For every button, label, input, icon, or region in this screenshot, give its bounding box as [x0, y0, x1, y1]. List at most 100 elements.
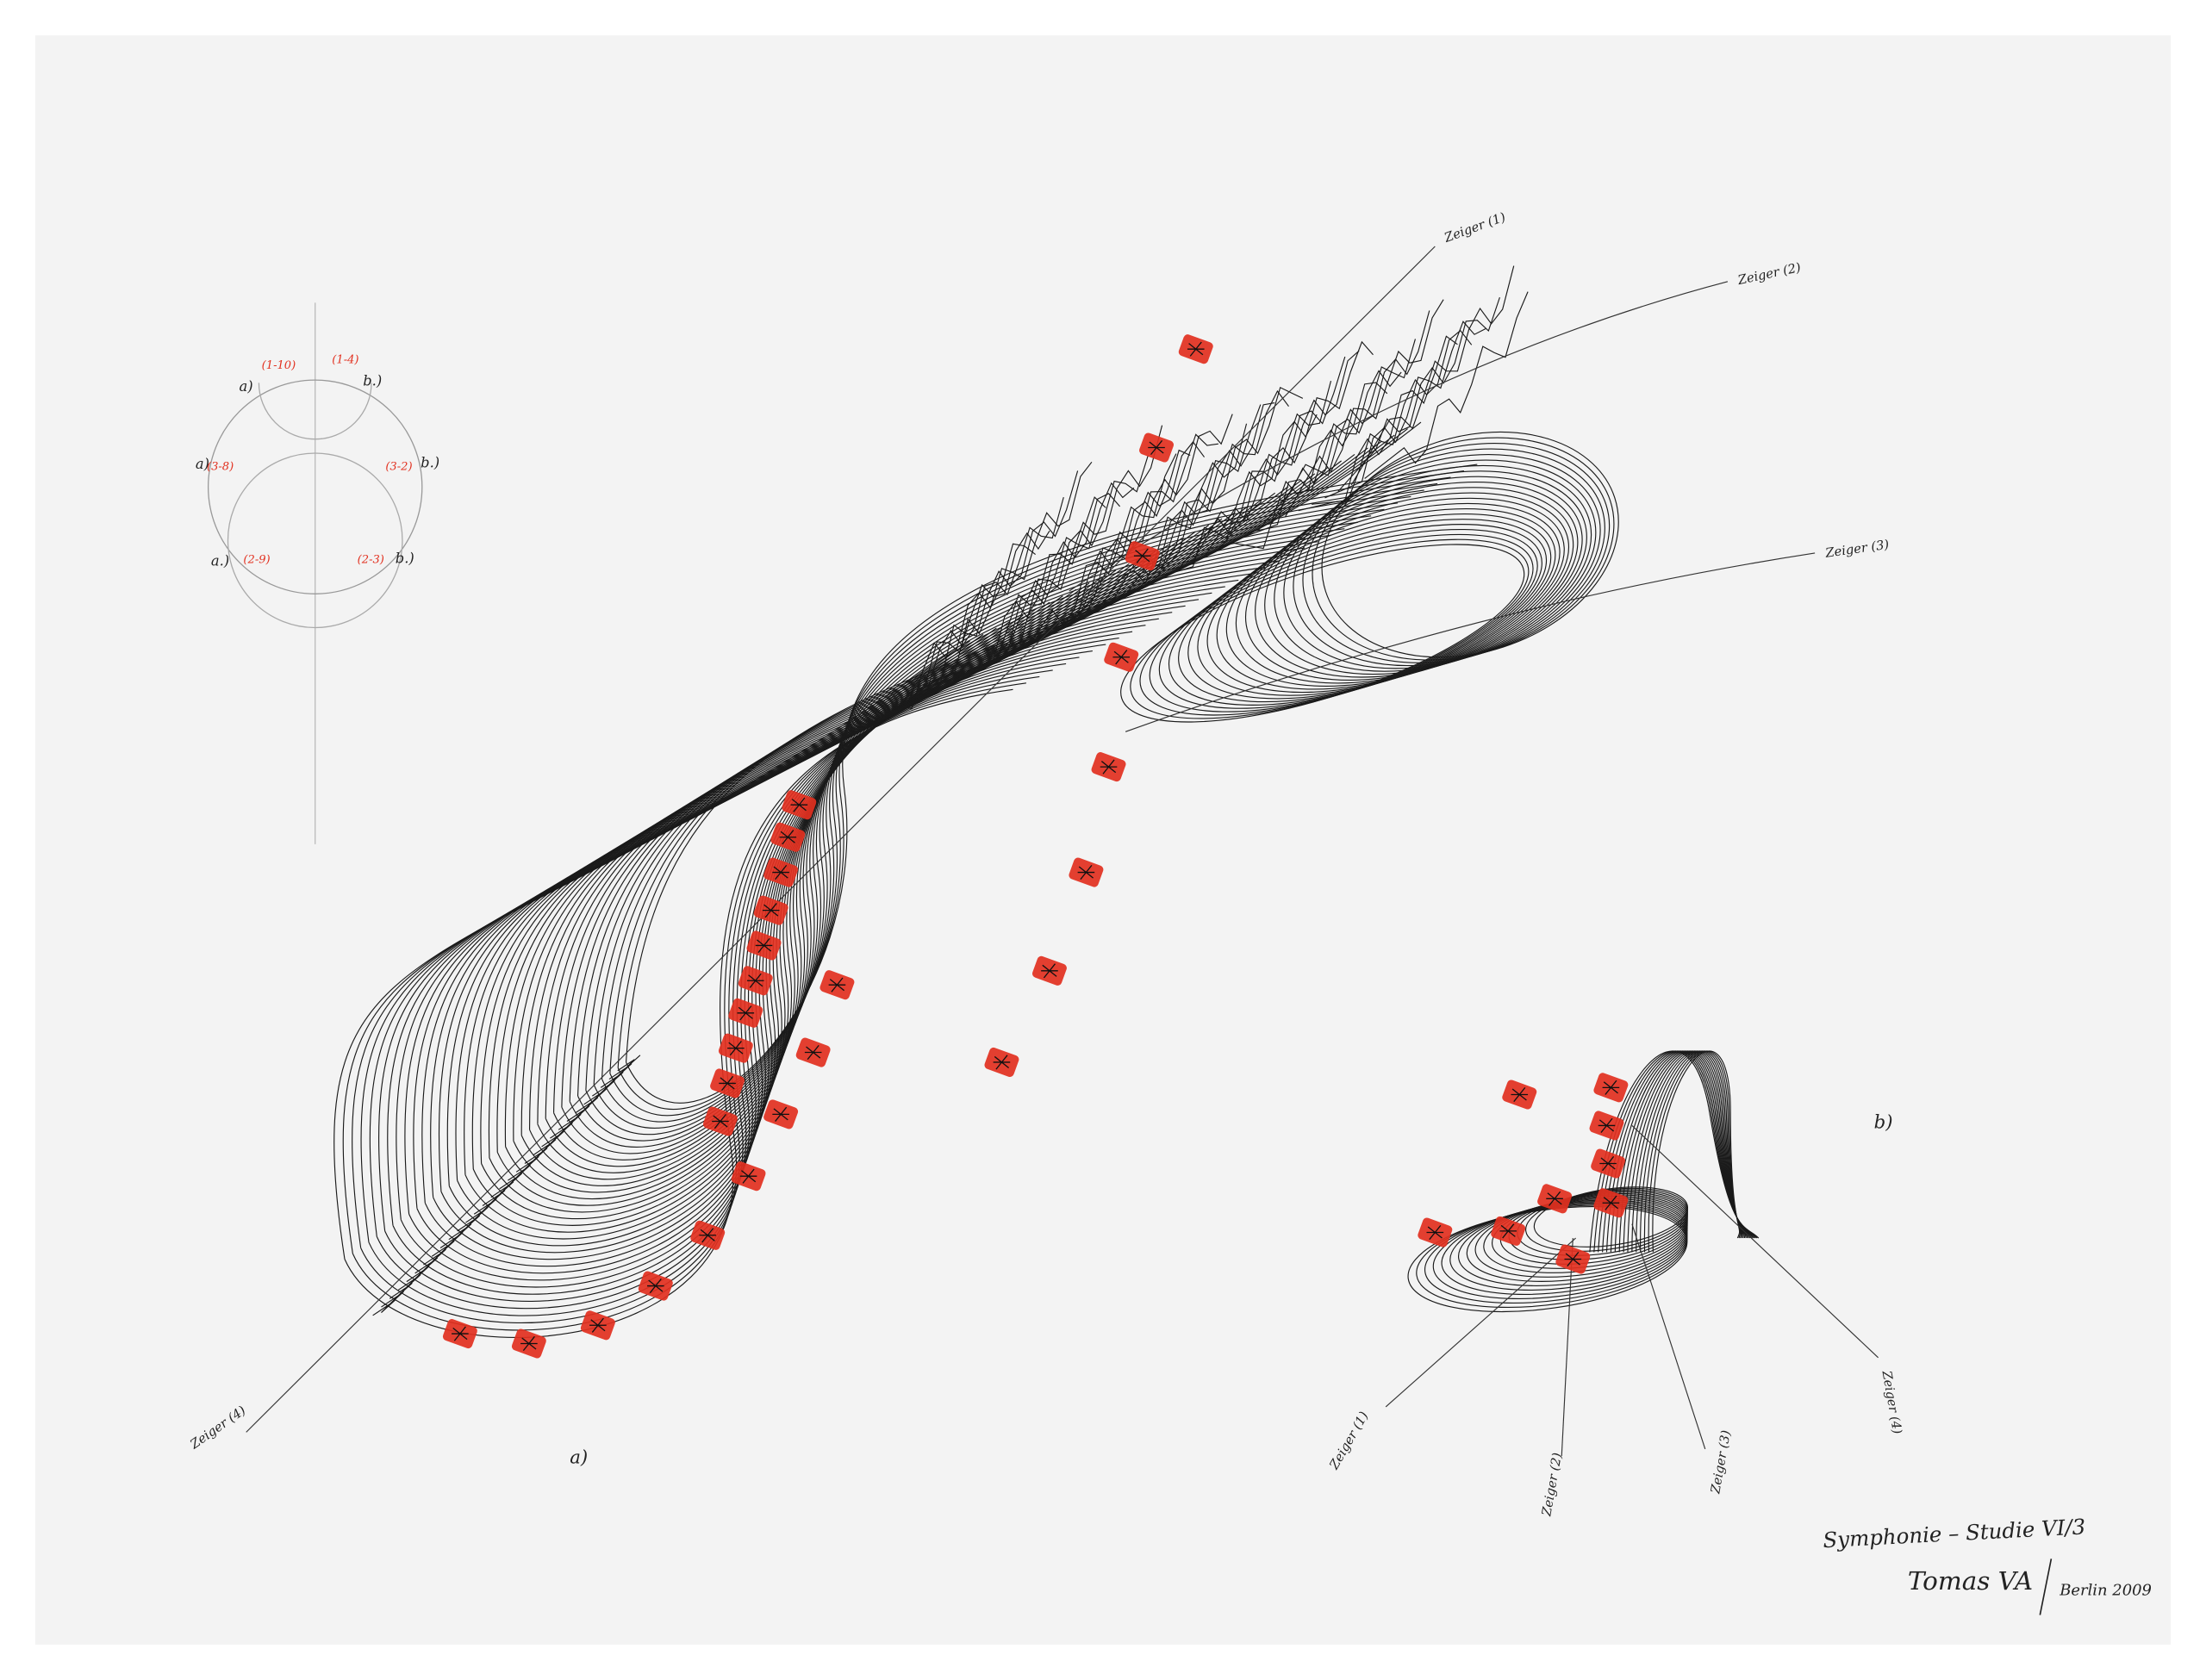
orbit-loop — [1321, 431, 1619, 658]
marker-hatch — [1546, 1191, 1563, 1206]
key-red-3-2: (3-2) — [385, 461, 412, 474]
marker-hatch — [712, 1113, 729, 1129]
hatch-mark — [448, 1223, 472, 1241]
ridge-wiggle — [1284, 299, 1444, 518]
signature-place-year: Berlin 2009 — [2059, 1582, 2152, 1600]
loop-curve — [505, 560, 1279, 1200]
key-red-1-4: (1-4) — [332, 354, 358, 367]
marker-hatch — [1564, 1251, 1582, 1267]
axis-zeiger-4-to-1 — [246, 246, 1436, 1433]
hatch-mark — [550, 1122, 573, 1139]
marker-hatch — [1112, 650, 1131, 665]
key-label-a-low: a.) — [211, 553, 229, 569]
marker-hatch — [772, 1106, 789, 1122]
marker-hatch — [1602, 1080, 1620, 1095]
ridge-wiggle — [900, 543, 1036, 710]
loop-curve — [520, 547, 1306, 1186]
loop-curve — [553, 521, 1358, 1160]
key-red-1-10: (1-10) — [262, 359, 296, 372]
hatch-mark — [439, 1232, 464, 1248]
marker-hatch — [1100, 759, 1118, 775]
signature-artist: Tomas VA — [1908, 1566, 2033, 1596]
marker-hatch — [790, 797, 808, 812]
hatch-mark — [566, 1105, 590, 1123]
marker-hatch — [828, 977, 846, 992]
marker-hatch — [1426, 1224, 1444, 1241]
red-markers — [442, 334, 1629, 1359]
loop-curve — [545, 528, 1345, 1167]
loop-curve — [448, 605, 1186, 1247]
marker-hatch — [699, 1228, 717, 1243]
marker-hatch — [719, 1075, 736, 1092]
sweep-curve — [625, 421, 1422, 1062]
ridge-wiggle — [1244, 370, 1402, 538]
b-axis-zeiger-2 — [1561, 1238, 1573, 1457]
marker-hatch — [1187, 341, 1205, 357]
marker-hatch — [746, 973, 764, 988]
ridge-wiggle — [1312, 329, 1473, 505]
ridge-wiggle — [1337, 296, 1500, 492]
hatch-mark — [372, 1299, 396, 1316]
loop-curve — [601, 482, 1438, 1123]
marker-hatch — [520, 1335, 538, 1352]
marker-hatch — [589, 1317, 607, 1333]
ridge-wiggle — [1364, 291, 1529, 479]
marker-hatch — [1148, 439, 1165, 456]
key-label-b-top: b.) — [363, 373, 382, 389]
loop-curve — [513, 554, 1292, 1193]
axis-zeiger-2 — [1069, 281, 1729, 592]
hatch-mark — [508, 1164, 531, 1181]
zeiger-axes — [246, 246, 1879, 1457]
hatch-mark — [541, 1130, 565, 1148]
marker-hatch — [755, 937, 773, 954]
marker-hatch — [647, 1278, 664, 1294]
loop-curve — [617, 470, 1464, 1111]
hatch-mark — [389, 1282, 413, 1299]
ridge-wiggle — [1271, 310, 1430, 524]
key-red-2-3: (2-3) — [358, 553, 384, 566]
hatch-mark — [431, 1240, 455, 1257]
loop-curve — [593, 489, 1424, 1129]
b-loop — [1533, 1186, 1688, 1248]
marker-hatch — [1077, 864, 1095, 880]
ridge-wiggle — [1072, 433, 1218, 621]
marker-hatch — [1499, 1223, 1517, 1239]
marker-hatch — [727, 1041, 745, 1056]
hatch-mark — [600, 1071, 624, 1088]
figure-a-label: a) — [570, 1447, 588, 1468]
b-axis-zeiger-1 — [1385, 1237, 1576, 1408]
hatch-mark — [583, 1088, 608, 1105]
marker-hatch — [1133, 548, 1151, 563]
loop-curve — [537, 534, 1332, 1173]
hatch-mark — [499, 1173, 523, 1190]
ridge-wiggle — [1192, 356, 1346, 563]
hatch-mark — [381, 1291, 404, 1308]
ridge-wiggle — [1205, 350, 1360, 557]
key-label-a-top: a) — [240, 378, 253, 395]
loop-curve — [481, 579, 1239, 1220]
key-circle-lower — [227, 452, 403, 629]
hatch-mark — [558, 1113, 582, 1130]
ridge-wiggle — [913, 530, 1050, 698]
ridge-wiggle — [980, 493, 1121, 666]
ridge-wiggle — [1059, 441, 1206, 627]
ridge-wiggle — [926, 496, 1064, 691]
marker-hatch — [993, 1055, 1011, 1070]
ridge-wiggle — [1231, 382, 1388, 550]
key-label-a-mid: a) — [196, 456, 209, 472]
loop-curve — [368, 669, 1053, 1316]
ridge-wiggle — [993, 482, 1135, 659]
loop-curve — [352, 682, 1026, 1331]
b-axis-zeiger-3 — [1631, 1223, 1706, 1450]
signature-divider — [2039, 1559, 2053, 1615]
paper — [34, 35, 2172, 1645]
loop-curve — [496, 566, 1266, 1206]
loop-curve — [569, 508, 1385, 1148]
hatch-mark — [414, 1257, 439, 1274]
ridge-wiggle — [939, 470, 1079, 685]
hatch-mark — [482, 1190, 506, 1206]
ridge-wiggle — [1324, 320, 1486, 499]
hatch-mark — [490, 1181, 514, 1198]
hatch-mark — [423, 1248, 446, 1266]
